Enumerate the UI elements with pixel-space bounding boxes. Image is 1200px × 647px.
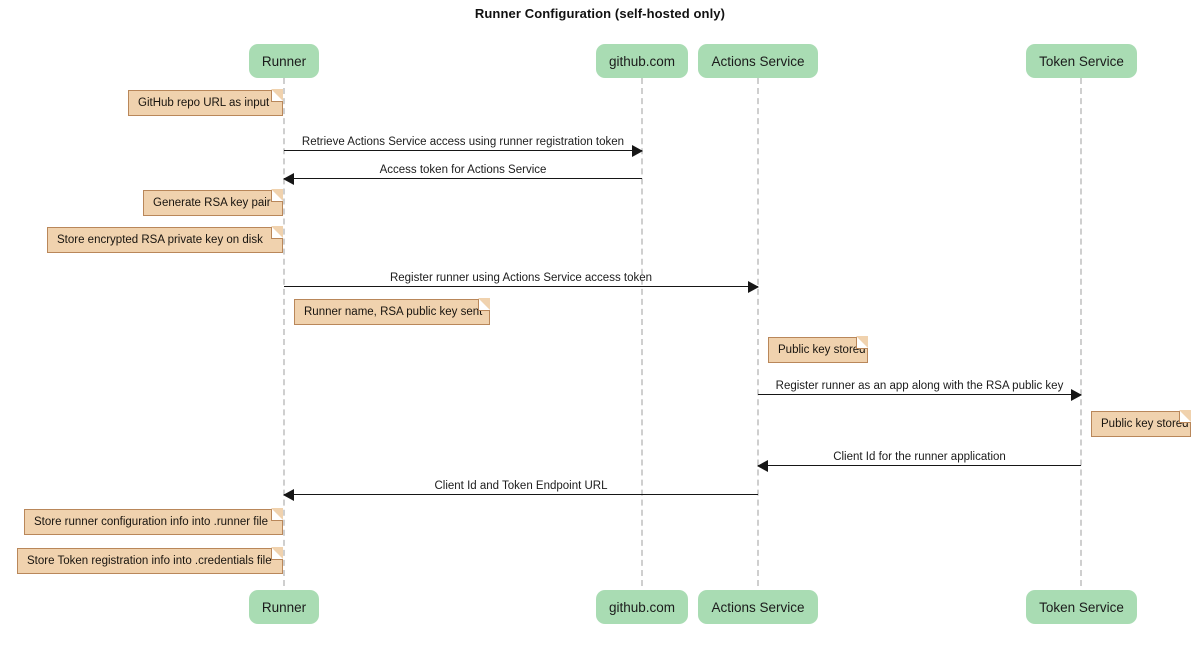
note-fold-corner-icon: [271, 89, 283, 102]
note-text: Store Token registration info into .cred…: [27, 555, 272, 567]
participant-actions-top[interactable]: Actions Service: [698, 44, 818, 78]
note-n1: GitHub repo URL as input: [128, 89, 283, 116]
message-line: [758, 394, 1081, 395]
arrowhead-icon: [748, 281, 759, 293]
message-label: Client Id for the runner application: [833, 451, 1006, 463]
note-text: Public key stored: [778, 344, 866, 356]
note-text: Public key stored: [1101, 418, 1189, 430]
message-label: Retrieve Actions Service access using ru…: [301, 136, 625, 148]
participant-label: github.com: [608, 53, 676, 69]
note-fold-corner-icon: [271, 508, 283, 521]
participant-label: Token Service: [1039, 599, 1124, 615]
message-label: Access token for Actions Service: [379, 164, 547, 176]
note-text: Generate RSA key pair: [153, 197, 271, 209]
note-text: GitHub repo URL as input: [138, 97, 270, 109]
message-m1: Retrieve Actions Service access using ru…: [284, 136, 643, 157]
note-fold-corner-icon: [271, 547, 283, 560]
participant-label: Runner: [261, 599, 307, 615]
message-m2: Access token for Actions Service: [283, 164, 642, 185]
note-n2: Generate RSA key pair: [143, 189, 283, 216]
lifeline-runner: [283, 78, 285, 586]
participant-token-bottom[interactable]: Token Service: [1026, 590, 1137, 624]
note-fold-corner-icon: [478, 298, 490, 311]
participant-label: Token Service: [1039, 53, 1124, 69]
note-fold-corner-icon: [271, 226, 283, 239]
message-line: [284, 178, 642, 179]
note-n6: Public key stored: [1091, 410, 1191, 437]
arrowhead-icon: [1071, 389, 1082, 401]
participant-label: Actions Service: [711, 599, 805, 615]
note-n3: Store encrypted RSA private key on disk: [47, 226, 283, 253]
arrowhead-icon: [757, 460, 768, 472]
message-line: [758, 465, 1081, 466]
arrowhead-icon: [632, 145, 643, 157]
message-m5: Client Id for the runner application: [757, 451, 1081, 472]
participant-token-top[interactable]: Token Service: [1026, 44, 1137, 78]
lifeline-actions: [757, 78, 759, 586]
arrowhead-icon: [283, 173, 294, 185]
note-text: Runner name, RSA public key sent: [304, 306, 483, 318]
participant-runner-bottom[interactable]: Runner: [249, 590, 319, 624]
participant-actions-bottom[interactable]: Actions Service: [698, 590, 818, 624]
participant-label: Actions Service: [711, 53, 805, 69]
note-text: Store encrypted RSA private key on disk: [57, 234, 263, 246]
diagram-title: Runner Configuration (self-hosted only): [474, 6, 726, 21]
message-m4: Register runner as an app along with the…: [758, 380, 1082, 401]
note-n7: Store runner configuration info into .ru…: [24, 508, 283, 535]
message-m3: Register runner using Actions Service ac…: [284, 272, 759, 293]
note-n5: Public key stored: [768, 336, 868, 363]
arrowhead-icon: [283, 489, 294, 501]
message-line: [284, 150, 642, 151]
note-n4: Runner name, RSA public key sent: [294, 298, 490, 325]
message-label: Register runner as an app along with the…: [775, 380, 1064, 392]
message-line: [284, 286, 758, 287]
message-m6: Client Id and Token Endpoint URL: [283, 480, 758, 501]
message-label: Client Id and Token Endpoint URL: [434, 480, 608, 492]
participant-runner-top[interactable]: Runner: [249, 44, 319, 78]
note-fold-corner-icon: [856, 336, 868, 349]
participant-label: Runner: [261, 53, 307, 69]
message-label: Register runner using Actions Service ac…: [389, 272, 653, 284]
lifeline-token: [1080, 78, 1082, 586]
note-n8: Store Token registration info into .cred…: [17, 547, 283, 574]
participant-label: github.com: [608, 599, 676, 615]
note-text: Store runner configuration info into .ru…: [34, 516, 268, 528]
note-fold-corner-icon: [1179, 410, 1191, 423]
participant-github-bottom[interactable]: github.com: [596, 590, 688, 624]
participant-github-top[interactable]: github.com: [596, 44, 688, 78]
note-fold-corner-icon: [271, 189, 283, 202]
lifeline-github: [641, 78, 643, 586]
message-line: [284, 494, 758, 495]
